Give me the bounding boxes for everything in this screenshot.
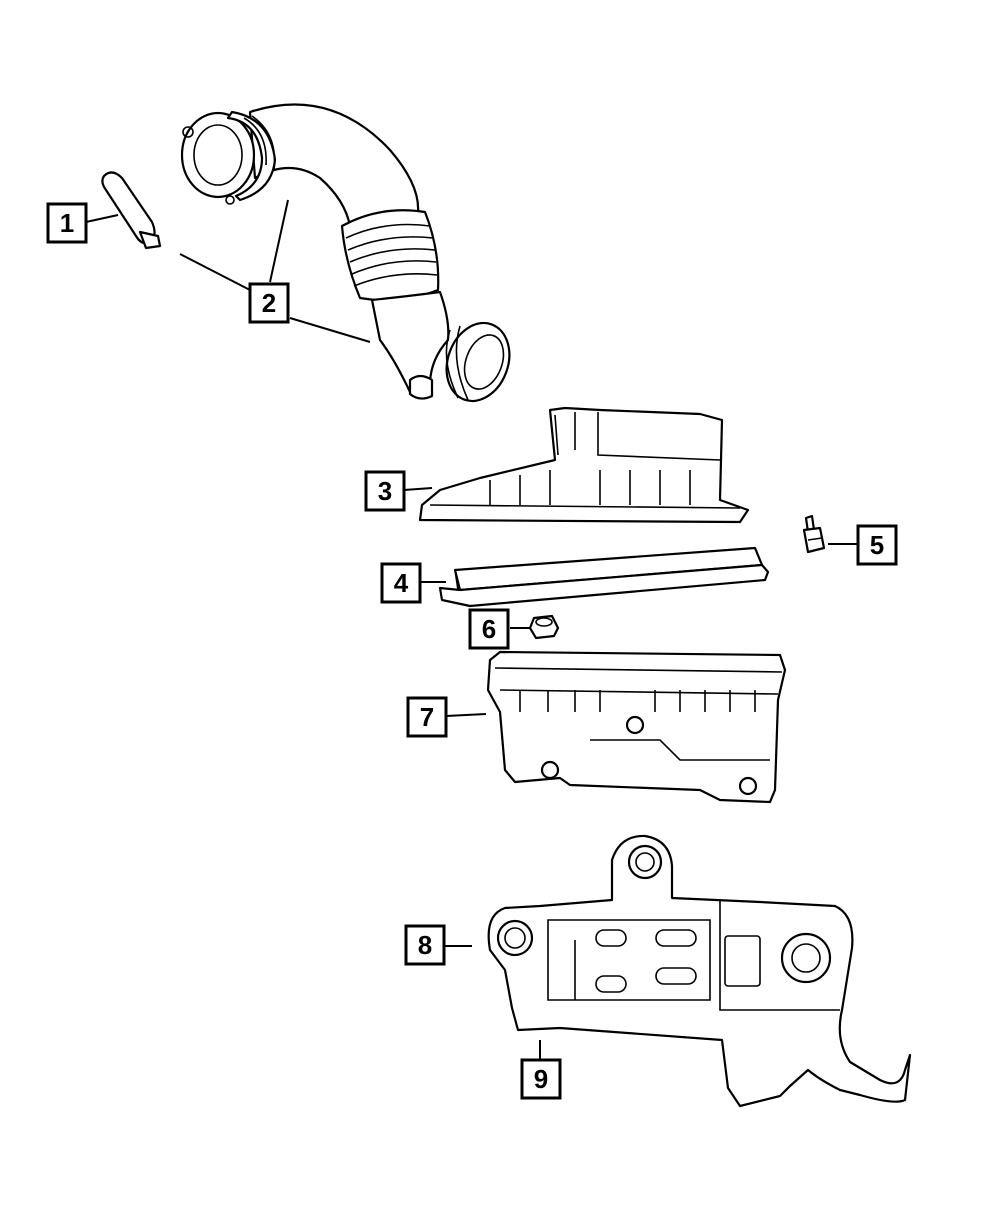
callout-7: 7: [406, 696, 448, 738]
leader-7: [445, 713, 487, 717]
callout-5-label: 5: [870, 530, 884, 560]
part-4-filter-element: [438, 546, 770, 608]
part-5-sensor: [802, 514, 826, 554]
callout-4: 4: [380, 562, 422, 604]
part-7-air-cleaner-housing: [486, 650, 787, 804]
callout-1-label: 1: [60, 208, 74, 238]
leader-3: [403, 487, 433, 491]
callout-7-label: 7: [420, 702, 434, 732]
part-6-grommet: [528, 614, 560, 640]
leader-2a: [179, 253, 251, 291]
part-8-bracket: [487, 834, 912, 1108]
callout-5: 5: [856, 524, 898, 566]
callout-9: 9: [520, 1058, 562, 1100]
callout-6-label: 6: [482, 614, 496, 644]
callout-3-label: 3: [378, 476, 392, 506]
leader-lines: [85, 199, 858, 1060]
callout-2: 2: [248, 282, 290, 324]
callout-8-label: 8: [418, 930, 432, 960]
callout-6: 6: [468, 608, 510, 650]
part-2-intake-hose: [180, 103, 511, 403]
leader-2b: [269, 199, 289, 283]
leader-1: [85, 214, 119, 223]
callout-9-label: 9: [534, 1064, 548, 1094]
leader-2c: [289, 317, 371, 343]
callout-3: 3: [364, 470, 406, 512]
part-3-air-cleaner-cover: [418, 406, 750, 524]
callout-4-label: 4: [394, 568, 409, 598]
callout-1: 1: [46, 202, 88, 244]
callout-8: 8: [404, 924, 446, 966]
part-1-clamp: [101, 171, 162, 250]
callout-2-label: 2: [262, 288, 276, 318]
